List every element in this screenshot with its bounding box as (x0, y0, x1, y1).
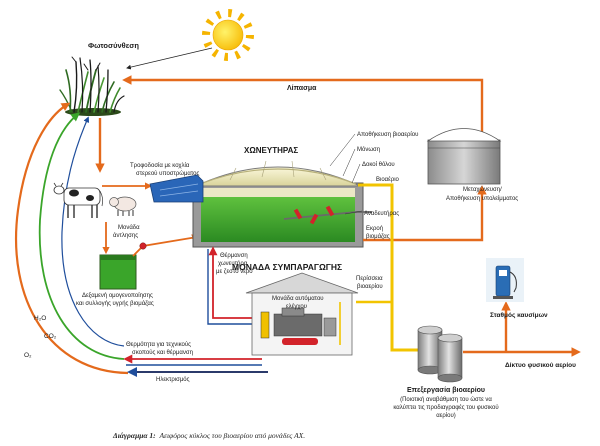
label-post-1: Μεταχώνευση/ (463, 187, 502, 193)
cow-icon (53, 182, 104, 218)
digester (192, 160, 364, 248)
label-processing-title: Επεξεργασία βιοαερίου (407, 387, 485, 394)
label-biogas: Βιοαέριο (376, 176, 400, 183)
co2-flow-curve (38, 112, 125, 360)
label-insulation: Μόνωση (357, 146, 380, 153)
label-heating-3: με ζεστό νερό (216, 268, 253, 275)
fertilizer-flow-arrow (122, 75, 484, 132)
label-fuel-station: Σταθμός καυσίμων (490, 312, 548, 319)
biogas-processing-tanks (417, 325, 463, 383)
pig-icon (109, 196, 137, 216)
label-fertilizer: Λίπασμα (287, 85, 317, 92)
label-feed-2: στερεού υποστρώματος (136, 171, 200, 177)
label-agitator: Αναδευτήρας (364, 210, 399, 217)
label-processing-2: καλύπτει τις προδιαγραφές του φυσικού (393, 404, 498, 411)
plants-icon (59, 56, 125, 116)
pump-unit-icon (139, 242, 147, 250)
digester-heating-return (207, 249, 252, 325)
label-control-1: Μονάδα αυτόματου (272, 295, 324, 302)
digester-heating-line (208, 246, 252, 319)
figure-caption: Διάγραμμα 1: Αειφόρος κύκλος του βιοαερί… (112, 431, 305, 440)
chp-building (245, 272, 359, 356)
label-o2: O₂ (24, 352, 32, 359)
digester-leader-lines (329, 133, 363, 215)
storage-tank (426, 128, 502, 185)
label-processing-1: (Ποιοτική αναβάθμιση του ώστε να (400, 396, 492, 403)
label-tank-2: και συλλογής υγρής βιομάζας (76, 300, 154, 307)
label-outflow-1: Εκροή (366, 225, 383, 232)
label-gas-grid: Δίκτυο φυσικού αερίου (505, 362, 576, 369)
label-heating-2: χωνευτήρα (218, 260, 248, 267)
label-co2: CO₂ (44, 333, 57, 340)
label-digester-title: ΧΩΝΕΥΤΗΡΑΣ (244, 146, 298, 155)
label-electricity: Ηλεκτρισμός (156, 376, 190, 383)
label-processing-3: αερίου) (436, 413, 456, 419)
caption-label: Διάγραμμα 1: (112, 431, 156, 440)
label-control-2: ελέγχου (286, 303, 307, 310)
label-chp-title: ΜΟΝΑΔΑ ΣΥΜΠΑΡΑΓΩΓΗΣ (232, 262, 342, 272)
o2-flow-curve (14, 102, 129, 375)
label-heat-1: Θερμότητα για τεχνικούς (126, 341, 191, 348)
fuel-pump-icon (486, 258, 524, 302)
caption-text: Αειφόρος κύκλος του βιοαερίου από μονάδε… (158, 431, 305, 440)
label-pump-2: άντλησης (113, 232, 138, 239)
sun-icon (202, 9, 254, 61)
biogas-pipe (358, 183, 418, 352)
label-photosynthesis: Φωτοσύνθεση (88, 41, 139, 50)
label-post-2: Αποθήκευση υπολείμματος (446, 195, 518, 202)
label-heating-1: Θέρμανση (220, 252, 248, 259)
label-excess-2: βιοαερίου (357, 284, 383, 290)
label-biogas-storage: Αποθήκευση βιοαερίου (357, 131, 418, 138)
h2o-flow-curve (61, 116, 125, 347)
label-outflow-2: βιομάζας (366, 233, 390, 240)
label-heat-2: σκοπούς και θέρμανση (132, 349, 193, 356)
label-h2o: H₂O (34, 315, 46, 322)
agitator-icon (283, 205, 372, 225)
outflow-line (363, 185, 487, 242)
label-tank-1: Δεξαμενή ομογενοποίησης (82, 292, 153, 299)
homogenization-tank (99, 254, 137, 290)
label-pump-1: Μονάδα (118, 224, 140, 231)
label-feed-1: Τροφοδοσία με κοχλία (130, 163, 190, 169)
label-dome-beams: Δοκοί θόλου (362, 161, 395, 168)
label-excess-1: Περίσσεια (356, 276, 383, 282)
sunlight-arrow (126, 47, 213, 70)
screw-feeder (149, 174, 204, 203)
